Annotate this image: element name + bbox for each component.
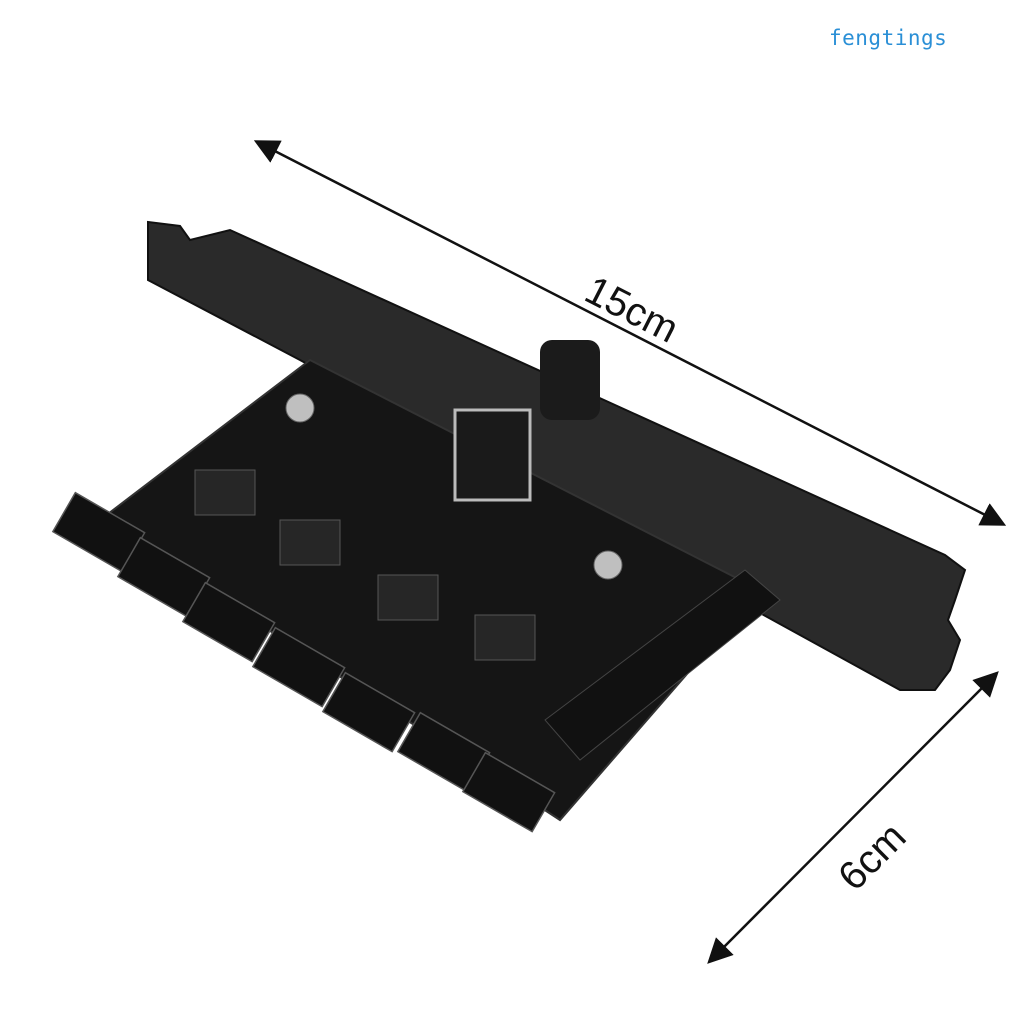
sata-connector — [544, 569, 781, 761]
chip — [194, 469, 256, 516]
chip — [474, 614, 536, 661]
screw — [593, 550, 623, 580]
length-arrow — [253, 140, 1007, 526]
chip — [377, 574, 439, 621]
screw — [285, 393, 315, 423]
power-switch — [453, 408, 532, 502]
speed-knob — [540, 340, 600, 420]
fan-headers — [51, 491, 556, 833]
width-arrow — [707, 671, 999, 964]
chip — [279, 519, 341, 566]
watermark-text: fengtings — [829, 26, 948, 50]
